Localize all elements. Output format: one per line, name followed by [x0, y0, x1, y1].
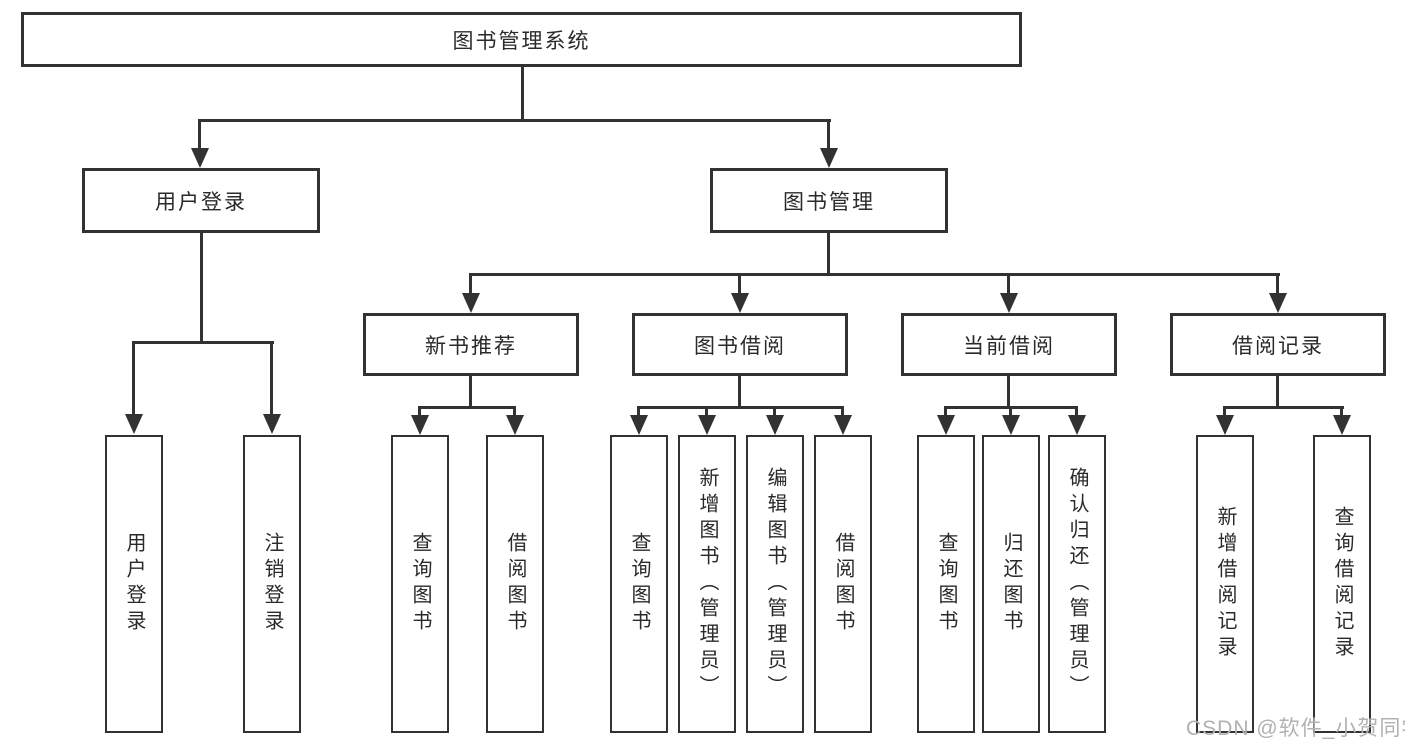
arrow-down-icon [462, 293, 480, 313]
csdn-watermark: CSDN @软件_小贺同学 [1186, 717, 1405, 740]
node-user-login-label: 用户登录 [155, 190, 247, 214]
node-current-borrow: 当前借阅 [901, 313, 1117, 376]
arrow-down-icon [411, 415, 429, 435]
connector-arrow-line [1340, 408, 1343, 417]
connector-user-login-hline [132, 341, 274, 344]
connector-recommend-stem [469, 374, 472, 408]
connector-arrow-line [944, 408, 947, 417]
connector-borrow-stem [738, 374, 741, 408]
node-book-management-label: 图书管理 [783, 190, 875, 214]
leaf-add-books-admin-label: 新增图书（管理员） [696, 467, 718, 701]
node-new-book-recommend-label: 新书推荐 [425, 334, 517, 358]
arrow-down-icon [698, 415, 716, 435]
connector-user-login-stem [200, 231, 203, 342]
arrow-down-icon [731, 293, 749, 313]
arrow-down-icon [834, 415, 852, 435]
leaf-user-login: 用户登录 [105, 435, 163, 733]
arrow-down-icon [506, 415, 524, 435]
connector-arrow-line-book-management [827, 120, 830, 148]
leaf-query-books-recommend-label: 查询图书 [409, 532, 431, 636]
connector-book-management-stem [827, 231, 830, 276]
arrow-down-icon [1333, 415, 1351, 435]
connector-arrow-line [1075, 408, 1078, 417]
leaf-borrow-books-borrow-label: 借阅图书 [832, 532, 854, 636]
connector-arrow-line [841, 408, 844, 417]
connector-arrow-line [513, 408, 516, 417]
leaf-logout: 注销登录 [243, 435, 301, 733]
leaf-borrow-books-borrow: 借阅图书 [814, 435, 872, 733]
connector-borrow-hline [637, 406, 844, 409]
node-book-borrow-label: 图书借阅 [694, 334, 786, 358]
arrow-down-icon [1216, 415, 1234, 435]
connector-arrow-line-logout [270, 343, 273, 414]
connector-arrow-line [1223, 408, 1226, 417]
connector-arrow-line-current-borrow [1007, 276, 1010, 294]
connector-arrow-line-new-book-recommend [469, 276, 472, 294]
arrow-down-icon [191, 148, 209, 168]
leaf-edit-books-admin-label: 编辑图书（管理员） [764, 467, 786, 701]
connector-arrow-line-user-login-leaf [132, 343, 135, 414]
connector-arrow-line [418, 408, 421, 417]
leaf-query-borrow-record-label: 查询借阅记录 [1331, 506, 1353, 662]
leaf-return-books: 归还图书 [982, 435, 1040, 733]
arrow-down-icon [630, 415, 648, 435]
node-current-borrow-label: 当前借阅 [963, 334, 1055, 358]
node-root-label: 图书管理系统 [452, 29, 591, 53]
leaf-query-books-current-label: 查询图书 [935, 532, 957, 636]
leaf-return-books-label: 归还图书 [1000, 532, 1022, 636]
leaf-confirm-return-admin-label: 确认归还（管理员） [1066, 467, 1088, 701]
arrow-down-icon [937, 415, 955, 435]
leaf-borrow-books-recommend-label: 借阅图书 [504, 532, 526, 636]
leaf-add-borrow-record: 新增借阅记录 [1196, 435, 1254, 733]
connector-arrow-line [637, 408, 640, 417]
leaf-edit-books-admin: 编辑图书（管理员） [746, 435, 804, 733]
connector-recommend-hline [418, 406, 516, 409]
arrow-down-icon [766, 415, 784, 435]
connector-records-hline [1223, 406, 1344, 409]
leaf-query-books-borrow-label: 查询图书 [628, 532, 650, 636]
connector-root-stem [521, 66, 524, 121]
leaf-query-books-borrow: 查询图书 [610, 435, 668, 733]
connector-current-stem [1007, 374, 1010, 408]
connector-arrow-line [705, 408, 708, 417]
arrow-down-icon [1002, 415, 1020, 435]
connector-records-stem [1276, 374, 1279, 408]
arrow-down-icon [820, 148, 838, 168]
connector-level3-hline [469, 273, 1280, 276]
arrow-down-icon [1068, 415, 1086, 435]
connector-arrow-line-borrow-records [1276, 276, 1279, 294]
node-user-login: 用户登录 [82, 168, 320, 233]
node-borrow-records-label: 借阅记录 [1232, 334, 1324, 358]
connector-arrow-line [1009, 408, 1012, 417]
node-book-borrow: 图书借阅 [632, 313, 848, 376]
connector-arrow-line-book-borrow [738, 276, 741, 294]
connector-arrow-line [773, 408, 776, 417]
node-new-book-recommend: 新书推荐 [363, 313, 579, 376]
leaf-query-borrow-record: 查询借阅记录 [1313, 435, 1371, 733]
leaf-user-login-label: 用户登录 [123, 532, 145, 636]
arrow-down-icon [1000, 293, 1018, 313]
connector-level2-hline [198, 119, 831, 122]
arrow-down-icon [125, 414, 143, 434]
arrow-down-icon [263, 414, 281, 434]
leaf-add-books-admin: 新增图书（管理员） [678, 435, 736, 733]
leaf-query-books-recommend: 查询图书 [391, 435, 449, 733]
arrow-down-icon [1269, 293, 1287, 313]
connector-current-hline [944, 406, 1078, 409]
leaf-add-borrow-record-label: 新增借阅记录 [1214, 506, 1236, 662]
connector-arrow-line-user-login [198, 120, 201, 148]
node-borrow-records: 借阅记录 [1170, 313, 1386, 376]
leaf-query-books-current: 查询图书 [917, 435, 975, 733]
node-book-management: 图书管理 [710, 168, 948, 233]
node-root: 图书管理系统 [21, 12, 1022, 67]
leaf-logout-label: 注销登录 [261, 532, 283, 636]
leaf-borrow-books-recommend: 借阅图书 [486, 435, 544, 733]
leaf-confirm-return-admin: 确认归还（管理员） [1048, 435, 1106, 733]
